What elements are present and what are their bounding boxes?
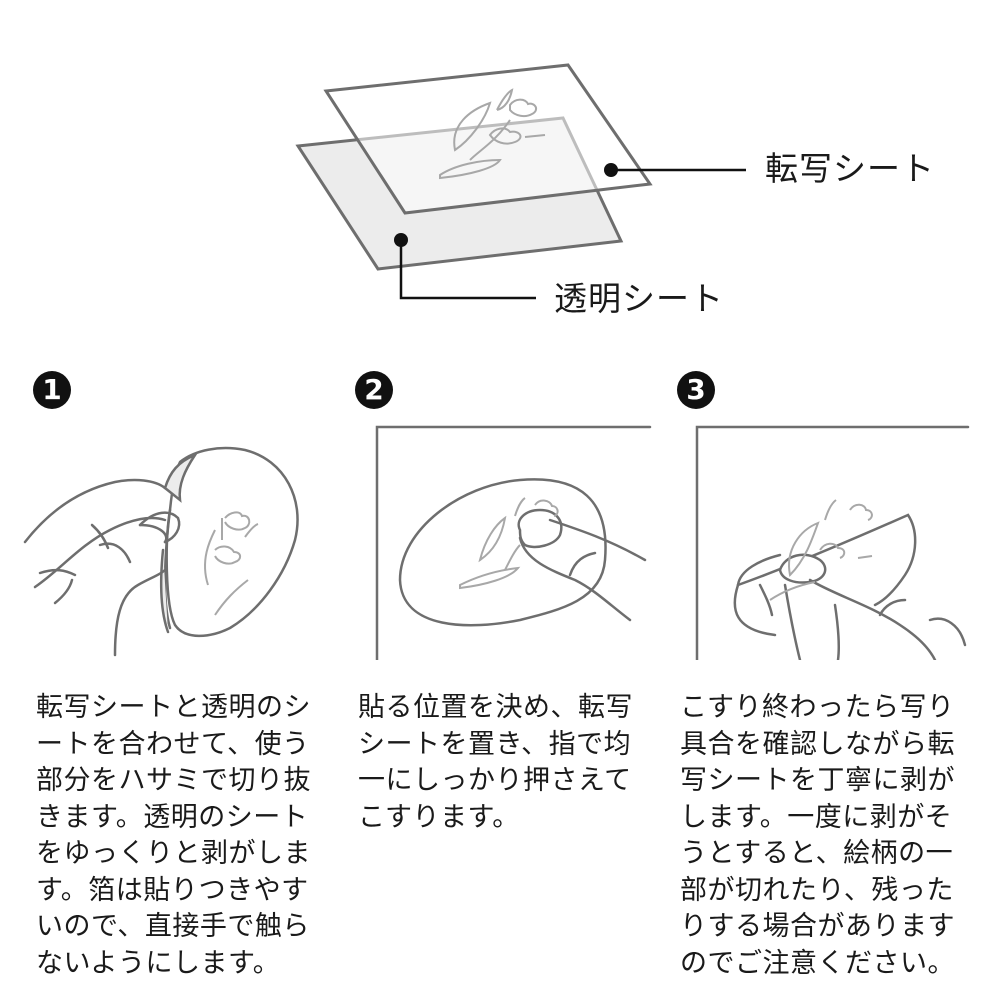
step-1-text: 転写シートと透明のシ ートを合わせて、使う 部分をハサミで切り抜 きます。透明の… [36, 692, 311, 979]
floral-motif-icon [459, 497, 559, 590]
step-2-badge: 2 [355, 371, 393, 409]
hand-peeling-transfer-sheet-illustration [695, 425, 970, 660]
floral-motif-icon [769, 499, 873, 601]
step-3-text: こすり終わったら写り 具合を確認しながら転 写シートを丁寧に剥が します。一度に… [680, 692, 955, 979]
finger-rubbing-sheet-illustration [375, 425, 652, 660]
transfer-sheet-label: 転写シート [765, 149, 935, 188]
clear-sheet-label: 透明シート [554, 279, 724, 318]
floral-motif-icon [439, 88, 546, 180]
step-1-badge: 1 [33, 371, 71, 409]
step-3-badge: 3 [677, 371, 715, 409]
transfer-sheet-shape [323, 63, 653, 215]
sheet-layers-diagram: 転写シート 透明シート [0, 0, 1000, 340]
floral-motif-icon [204, 511, 259, 616]
hand-peeling-clear-sheet-illustration [23, 446, 299, 657]
sheet-layers-illustration [295, 63, 746, 300]
step-2-text: 貼る位置を決め、転写 シートを置き、指で均 一にしっかり押さえて こすります。 [358, 692, 633, 833]
